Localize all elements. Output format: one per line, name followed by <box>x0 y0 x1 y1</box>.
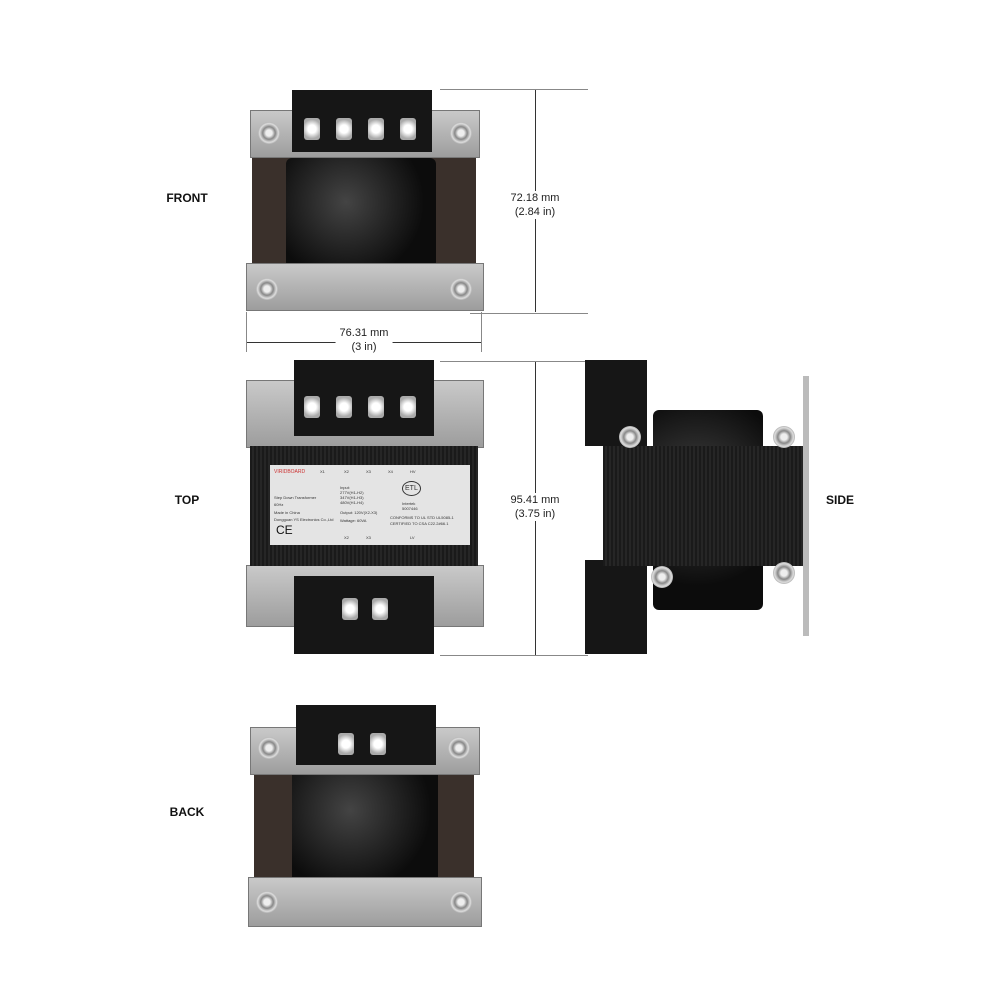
nameplate-brand: VIRIDBOARD <box>274 469 306 475</box>
screw-icon <box>256 278 278 300</box>
terminal-x1: X1 <box>320 469 325 474</box>
screw-icon <box>450 278 472 300</box>
origin-text: Made in China <box>274 510 300 515</box>
terminal-x3: X3 <box>366 535 371 540</box>
dim-ext-line <box>470 313 588 314</box>
back-label: BACK <box>169 805 205 819</box>
terminal-x3: X3 <box>366 469 371 474</box>
front-height-mm: 72.18 mm <box>510 192 560 204</box>
cert-org: Intertek <box>402 501 416 506</box>
freq-text: 60Hz <box>274 502 284 507</box>
front-height-in: (2.84 in) <box>514 206 556 218</box>
input-line: 480V(H1-H4) <box>340 500 364 505</box>
back-view-image <box>248 705 482 927</box>
etl-logo: ETL <box>402 481 421 496</box>
input-line: 347V(H1-H3) <box>340 495 364 500</box>
terminal-x4: X4 <box>388 469 393 474</box>
input-title: Input: <box>340 485 351 490</box>
desc-text: Step Down Transformer <box>274 495 317 500</box>
top-height-in: (3.75 in) <box>514 508 556 520</box>
screw-icon <box>258 737 280 759</box>
cert-num: 5007446 <box>402 506 418 511</box>
maker-text: Dongguan YS Electronics Co.,Ltd <box>274 517 334 522</box>
side-view-image <box>585 360 811 656</box>
conform-text: CERTIFIED TO CSA C22.2#66.1 <box>390 521 449 526</box>
screw-icon <box>256 891 278 913</box>
screw-icon <box>450 891 472 913</box>
dim-ext-line <box>440 361 588 362</box>
lv-text: LV <box>410 535 415 540</box>
terminal-x2: X2 <box>344 469 349 474</box>
screw-icon <box>651 566 673 588</box>
wattage-text: Wattage: 60VA <box>340 518 367 523</box>
terminal-block <box>296 705 436 765</box>
dim-ext-line <box>440 655 588 656</box>
screw-icon <box>619 426 641 448</box>
nameplate: VIRIDBOARD X1 X2 X3 X4 HV Input: 277V(H1… <box>270 465 470 545</box>
front-view-image <box>246 88 484 312</box>
side-label: SIDE <box>825 493 855 507</box>
screw-icon <box>773 426 795 448</box>
dim-ext-line <box>440 89 588 90</box>
screw-icon <box>258 122 280 144</box>
top-height-dimension: 95.41 mm (3.75 in) <box>506 493 564 521</box>
top-view-image: VIRIDBOARD X1 X2 X3 X4 HV Input: 277V(H1… <box>246 360 484 656</box>
front-label: FRONT <box>166 191 208 205</box>
screw-icon <box>773 562 795 584</box>
width-in: (3 in) <box>351 341 377 353</box>
screw-icon <box>450 122 472 144</box>
screw-icon <box>448 737 470 759</box>
input-line: 277V(H1-H2) <box>340 490 364 495</box>
top-label: TOP <box>174 493 200 507</box>
width-dimension: 76.31 mm (3 in) <box>335 326 393 354</box>
top-height-mm: 95.41 mm <box>510 494 560 506</box>
terminal-block-lv <box>294 576 434 654</box>
terminal-x2: X2 <box>344 535 349 540</box>
dim-ext-line <box>246 312 247 352</box>
conform-text: CONFORMS TO UL STD UL5085-1 <box>390 515 454 520</box>
output-text: Output: 120V(X2-X3) <box>340 510 378 515</box>
front-height-dimension: 72.18 mm (2.84 in) <box>506 191 564 219</box>
ce-mark: CE <box>276 523 293 537</box>
width-mm: 76.31 mm <box>339 327 389 339</box>
dim-ext-line <box>481 312 482 352</box>
hv-text: HV <box>410 469 416 474</box>
